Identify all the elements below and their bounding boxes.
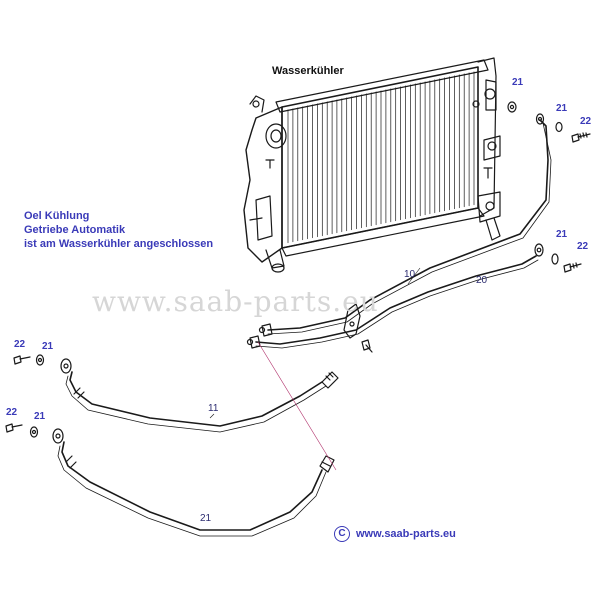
watermark: www.saab-parts.eu xyxy=(92,285,379,318)
cooler-line-20 xyxy=(246,255,539,349)
radiator xyxy=(243,57,501,273)
copyright-icon: C xyxy=(334,526,350,542)
leader-line xyxy=(257,341,337,471)
note-line-1: Oel Kühlung xyxy=(24,210,90,222)
part-number-hose-21: 21 xyxy=(200,513,212,524)
note-line-2: Getriebe Automatik xyxy=(24,224,126,236)
part-number-radiator-top-seal: 21 xyxy=(512,77,524,88)
part-number-radiator-top-washer: 21 xyxy=(556,103,568,114)
radiator-hardware-top xyxy=(507,101,591,143)
cooler-line-10 xyxy=(258,119,552,337)
part-number-radiator-low-washer: 21 xyxy=(556,229,568,240)
part-number-hose-11: 11 xyxy=(208,403,219,414)
part-number-radiator-low-bolt: 22 xyxy=(577,241,589,252)
radiator-core-fins xyxy=(287,71,475,244)
hose-11-hardware xyxy=(13,354,45,366)
part-number-hose-11-bolt: 22 xyxy=(14,339,26,350)
copyright-text: www.saab-parts.eu xyxy=(356,527,456,540)
part-number-hose-21-bolt: 22 xyxy=(6,407,18,418)
diagram-title: Wasserkühler xyxy=(272,65,344,77)
line-bracket xyxy=(343,303,361,339)
part-number-hose-21-washer: 21 xyxy=(34,411,46,422)
radiator-hardware-low xyxy=(534,243,582,273)
bracket-bolt xyxy=(361,339,373,353)
part-number-radiator-top-bolt: 22 xyxy=(580,116,592,127)
hose-11 xyxy=(60,358,339,433)
part-number-hose-11-washer: 21 xyxy=(42,341,54,352)
oil-cooling-note: Oel Kühlung Getriebe Automatik ist am Wa… xyxy=(24,209,213,251)
hose-21-hardware xyxy=(5,423,39,438)
note-line-3: ist am Wasserkühler angeschlossen xyxy=(24,238,214,250)
hose-21 xyxy=(52,428,335,537)
part-number-line-20: 20 xyxy=(476,275,488,286)
part-number-line-10: 10 xyxy=(404,269,416,280)
